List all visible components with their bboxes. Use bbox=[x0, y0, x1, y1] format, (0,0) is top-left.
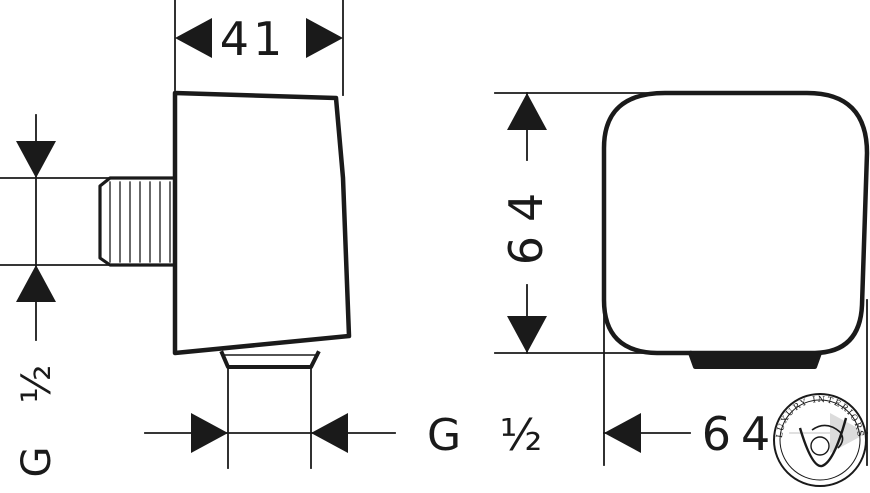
thread-vertical-dimension bbox=[0, 114, 111, 341]
side-body-outline bbox=[172, 90, 352, 356]
front-width-label: 64 bbox=[702, 407, 781, 461]
outlet-value-label: ½ bbox=[500, 410, 543, 461]
outlet-prefix-label: G bbox=[427, 410, 461, 461]
thread-vertical-prefix-label: G bbox=[14, 447, 60, 478]
side-width-label: 41 bbox=[220, 12, 287, 66]
front-outlet bbox=[687, 350, 823, 369]
front-height-dimension bbox=[494, 92, 666, 354]
bottom-outlet bbox=[219, 350, 321, 369]
side-width-dimension bbox=[174, 0, 344, 96]
monogram-logo-icon bbox=[773, 393, 867, 487]
front-height-label: 64 bbox=[499, 179, 553, 266]
outlet-width-dimension bbox=[144, 366, 396, 469]
thread-inlet bbox=[98, 176, 177, 267]
front-body-outline bbox=[601, 90, 870, 356]
thread-vertical-value-label: ½ bbox=[14, 365, 60, 404]
side-view bbox=[0, 0, 396, 469]
